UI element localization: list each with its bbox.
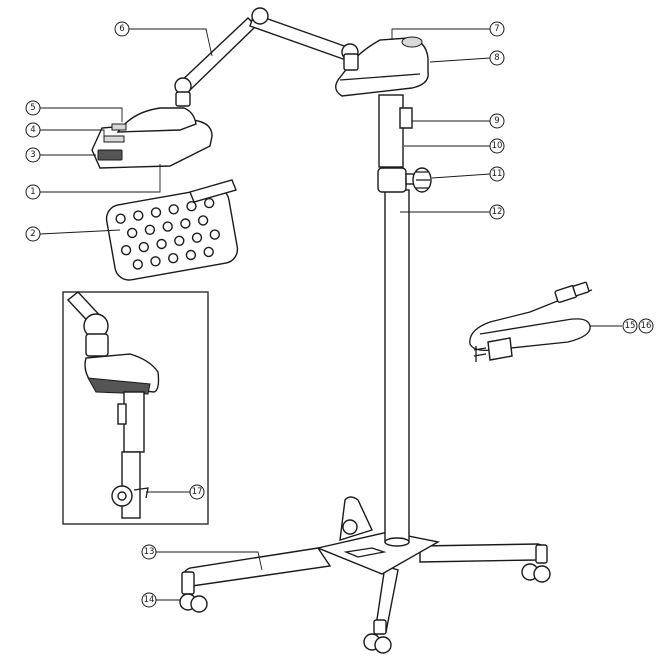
svg-text:13: 13 [144, 547, 155, 557]
inset-detail [62, 291, 209, 525]
led-dot [186, 200, 197, 212]
svg-text:7: 7 [494, 24, 499, 34]
svg-text:10: 10 [492, 141, 503, 151]
svg-text:9: 9 [494, 116, 499, 126]
led-dot [209, 229, 221, 240]
led-dot [115, 213, 126, 224]
callout-10: 10 [489, 138, 505, 154]
leader-lines [39, 28, 622, 601]
callout-9: 9 [489, 113, 505, 129]
caster-left [179, 571, 208, 613]
callout-14: 14 [141, 592, 157, 608]
callout-7: 7 [489, 21, 505, 37]
svg-text:5: 5 [30, 103, 35, 113]
caster-back [342, 519, 358, 535]
led-dot [150, 207, 162, 218]
led-dot [156, 238, 167, 250]
callout-16: 16 [638, 318, 654, 334]
power-cord [469, 281, 593, 362]
callout-1: 1 [25, 184, 41, 200]
callout-8: 8 [489, 50, 505, 66]
callout-2: 2 [25, 226, 41, 242]
led-dot [197, 215, 209, 226]
callout-11: 11 [489, 166, 505, 182]
led-dot [132, 259, 144, 270]
svg-text:3: 3 [30, 150, 35, 160]
stand-pole [377, 94, 432, 547]
led-dots [115, 197, 221, 270]
led-dot [120, 244, 132, 256]
callout-15: 15 [622, 318, 638, 334]
callout-6: 6 [114, 21, 130, 37]
svg-text:6: 6 [119, 24, 124, 34]
svg-text:15: 15 [625, 321, 636, 331]
led-dot [185, 249, 197, 261]
led-dot [174, 235, 185, 247]
caster-front [363, 619, 392, 654]
svg-text:12: 12 [492, 207, 503, 217]
svg-text:11: 11 [492, 169, 503, 179]
callouts: 6 5 4 3 1 2 7 8 9 10 11 12 13 14 15 16 1… [25, 21, 654, 608]
articulated-arm [174, 7, 359, 107]
led-dot [138, 241, 150, 253]
svg-text:16: 16 [641, 321, 652, 331]
height-knob [405, 167, 432, 193]
arm-bracket [335, 36, 429, 97]
led-dot [203, 246, 214, 258]
svg-text:17: 17 [192, 487, 203, 497]
led-dot [167, 253, 179, 264]
stand-base [179, 496, 551, 654]
led-dot [126, 227, 138, 239]
svg-text:1: 1 [30, 187, 35, 197]
callout-13: 13 [141, 544, 157, 560]
led-dot [162, 221, 173, 232]
caster-right [521, 544, 551, 583]
lamp-head [91, 107, 213, 169]
svg-text:8: 8 [494, 53, 499, 63]
callout-12: 12 [489, 204, 505, 220]
callout-4: 4 [25, 122, 41, 138]
led-dot [133, 210, 144, 221]
led-dot [144, 224, 156, 236]
led-dot [191, 232, 203, 243]
led-dot [180, 218, 191, 229]
svg-text:4: 4 [30, 125, 35, 135]
led-dot [168, 204, 179, 215]
svg-text:2: 2 [30, 229, 35, 239]
led-dot [150, 256, 161, 267]
svg-text:14: 14 [144, 595, 155, 605]
led-dot [203, 197, 215, 209]
callout-17: 17 [189, 484, 205, 500]
led-panel [105, 179, 239, 281]
callout-5: 5 [25, 100, 41, 116]
callout-3: 3 [25, 147, 41, 163]
